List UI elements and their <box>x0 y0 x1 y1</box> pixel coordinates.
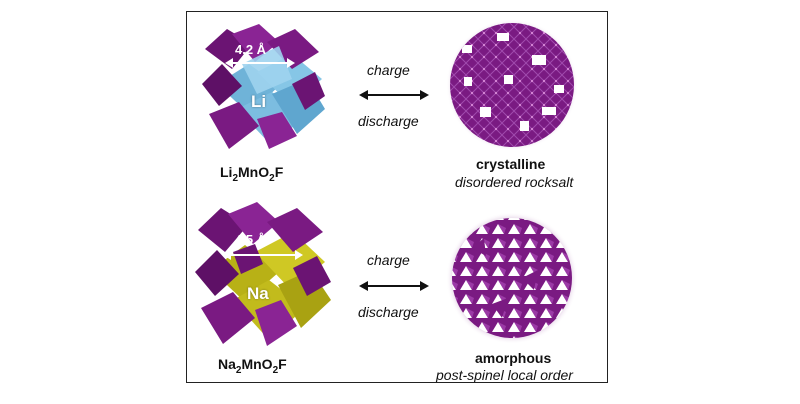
amorphous-title: amorphous <box>475 350 552 366</box>
crystalline-subtitle: disordered rocksalt <box>455 174 574 190</box>
li-formula-sub: 2 <box>232 172 239 184</box>
bottom-discharge-label: discharge <box>358 304 419 320</box>
amorphous-subtitle: post-spinel local order <box>436 367 573 383</box>
na-formula-sub: 2 <box>235 364 242 376</box>
top-charge-label: charge <box>367 62 410 78</box>
na-octahedra-structure <box>195 202 331 346</box>
na-distance-label: 4.5 Å <box>235 232 267 247</box>
li-formula-part: MnO <box>238 164 270 180</box>
li-distance-arrow <box>225 58 295 68</box>
top-discharge-label: discharge <box>358 113 419 129</box>
li-distance-label: 4.2 Å <box>235 42 267 57</box>
na-formula-part: MnO <box>241 356 273 372</box>
bottom-charge-label: charge <box>367 252 410 268</box>
na-ion-label: Na <box>247 284 269 303</box>
li-formula-part: Li <box>220 164 233 180</box>
na-formula-part: F <box>278 356 287 372</box>
li-formula-sub: 2 <box>269 172 275 184</box>
li-formula: Li2MnO2F <box>220 164 283 184</box>
bottom-double-arrow <box>359 281 429 291</box>
li-formula-part: F <box>274 164 284 180</box>
figure-frame: 4.2 Å Li Li2MnO2F charge discharge <box>186 11 608 383</box>
crystalline-title: crystalline <box>476 156 546 172</box>
amorphous-sphere <box>446 212 578 344</box>
li-ion-label: Li <box>251 92 267 111</box>
top-double-arrow <box>359 90 429 100</box>
li-octahedra-structure <box>202 24 325 149</box>
crystalline-sphere <box>446 19 578 151</box>
na-formula-sub: 2 <box>272 364 279 376</box>
na-distance-arrow <box>223 250 303 260</box>
na-formula-part: Na <box>218 356 236 372</box>
na-formula: Na2MnO2F <box>218 356 287 376</box>
